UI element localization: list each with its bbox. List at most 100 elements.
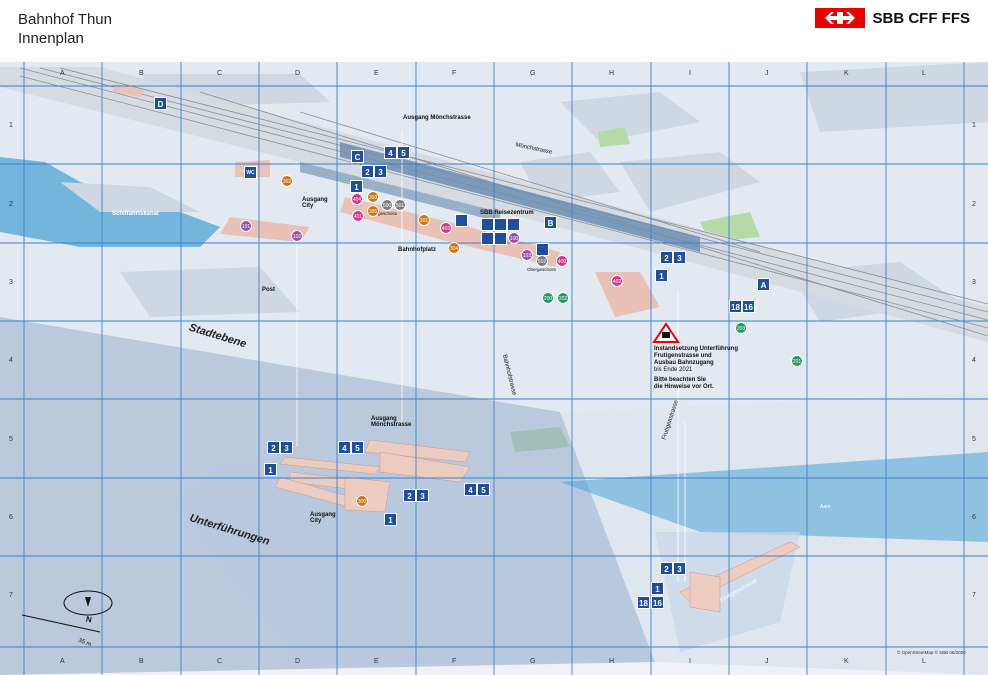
service-302[interactable]: 302 <box>281 175 293 187</box>
service-101[interactable]: 101 <box>240 220 252 232</box>
grid-row-5: 5 <box>9 436 13 443</box>
service-103[interactable]: 103 <box>521 249 533 261</box>
service-201[interactable]: 201 <box>791 355 803 367</box>
service-500[interactable]: 500 <box>381 199 393 211</box>
platform-1-badge[interactable]: 1 <box>350 180 363 193</box>
underpass-platform-5b-badge[interactable]: 5 <box>477 483 490 496</box>
service-404[interactable]: 404 <box>351 193 363 205</box>
frutigen-platform-3-badge[interactable]: 3 <box>673 562 686 575</box>
bahnhofplatz-label: Bahnhofplatz <box>398 247 436 253</box>
grid-row-6: 6 <box>9 514 13 521</box>
platform-2-badge[interactable]: 2 <box>361 165 374 178</box>
grid-row-1-right: 1 <box>972 122 976 129</box>
exit-moenchstrasse-label: Ausgang Mönchstrasse <box>403 115 471 121</box>
grid-row-7: 7 <box>9 592 13 599</box>
grid-col-l: L <box>922 70 926 77</box>
frutigen-platform-18-badge[interactable]: 18 <box>637 596 650 609</box>
grid-row-5-right: 5 <box>972 436 976 443</box>
service-402[interactable]: 402 <box>611 275 623 287</box>
grid-row-2-right: 2 <box>972 201 976 208</box>
notice-line-6: die Hinweise vor Ort. <box>654 384 714 390</box>
service-203[interactable]: 203 <box>735 322 747 334</box>
service-401[interactable]: 401 <box>352 210 364 222</box>
platform-4-badge[interactable]: 4 <box>384 146 397 159</box>
service-102[interactable]: 102 <box>291 230 303 242</box>
construction-warning-icon <box>652 322 680 343</box>
sbb-logo-text: SBB CFF FFS <box>872 9 971 27</box>
service-303[interactable]: 303 <box>367 191 379 203</box>
grid-row-4: 4 <box>9 357 13 364</box>
grid-col-f: F <box>452 70 457 77</box>
sector-d-building <box>112 84 145 97</box>
construction-notice: Instandsetzung Unterführung Frutigenstra… <box>654 346 764 391</box>
notice-line-3: Ausbau Bahnzugang <box>654 360 714 366</box>
platform-3-east-badge[interactable]: 3 <box>673 251 686 264</box>
underpass-platform-2b-badge[interactable]: 2 <box>403 489 416 502</box>
sector-c-badge[interactable]: C <box>351 150 364 163</box>
service-501[interactable]: 501 <box>394 199 406 211</box>
underpass-platform-1b-badge[interactable]: 1 <box>384 513 397 526</box>
lounge-icon[interactable] <box>507 218 520 231</box>
service-300[interactable]: 300 <box>356 495 368 507</box>
underpass-platform-3-badge[interactable]: 3 <box>280 441 293 454</box>
grid-col-k-bottom: K <box>844 658 849 665</box>
title-line-2: Innenplan <box>18 30 84 47</box>
grid-col-h-bottom: H <box>609 658 615 665</box>
platform-2-east-badge[interactable]: 2 <box>660 251 673 264</box>
grid-col-g: G <box>530 70 536 77</box>
underpass-platform-3b-badge[interactable]: 3 <box>416 489 429 502</box>
ticket-icon[interactable] <box>481 218 494 231</box>
map-credit: © OpenStreetMap © SBB 06/2020 <box>897 650 966 655</box>
service-400[interactable]: 400 <box>556 255 568 267</box>
platform-16-badge[interactable]: 16 <box>742 300 755 313</box>
header: Bahnhof Thun Innenplan SBB CFF FFS <box>0 0 988 60</box>
building-block <box>120 267 300 317</box>
building-block <box>620 152 760 212</box>
locker-icon[interactable] <box>494 232 507 245</box>
platform-18-badge[interactable]: 18 <box>729 300 742 313</box>
info-icon[interactable] <box>494 218 507 231</box>
post-label: Post <box>262 287 276 293</box>
sector-b-badge[interactable]: B <box>544 216 557 229</box>
underpass-platform-1-badge[interactable]: 1 <box>264 463 277 476</box>
service-301[interactable]: 301 <box>418 214 430 226</box>
platform-5-badge[interactable]: 5 <box>397 146 410 159</box>
grid-col-j: J <box>765 70 769 77</box>
grid-col-j-bottom: J <box>765 658 769 665</box>
exit-moenchstrasse-underpass-label: Ausgang Mönchstrasse <box>371 416 412 428</box>
station-map[interactable]: A B C D E F G H I J K L A B C D E F G H … <box>0 62 988 675</box>
underpass-platform-5-badge[interactable]: 5 <box>351 441 364 454</box>
notice-line-1: Instandsetzung Unterführung <box>654 346 738 352</box>
sbb-reisezentrum-label: SBB Reisezentrum <box>480 210 534 216</box>
frutigen-platform-1-badge[interactable]: 1 <box>651 582 664 595</box>
title-line-1: Bahnhof Thun <box>18 11 112 28</box>
platform-3-badge[interactable]: 3 <box>374 165 387 178</box>
service-100[interactable]: 100 <box>508 232 520 244</box>
sbb-logo: SBB CFF FFS <box>814 8 971 28</box>
service-200[interactable]: 200 <box>542 292 554 304</box>
underpass-platform-4b-badge[interactable]: 4 <box>464 483 477 496</box>
underpass-platform-4-badge[interactable]: 4 <box>338 441 351 454</box>
service-403[interactable]: 403 <box>440 222 452 234</box>
sector-d-badge[interactable]: D <box>154 97 167 110</box>
notice-line-5: Bitte beachten Sie <box>654 377 707 383</box>
sbb-arrow-icon <box>814 8 865 28</box>
sector-a-badge[interactable]: A <box>757 278 770 291</box>
grid-col-a: A <box>60 70 65 77</box>
frutigen-platform-2-badge[interactable]: 2 <box>660 562 673 575</box>
frutigen-platform-16-badge[interactable]: 16 <box>651 596 664 609</box>
luggage-icon[interactable] <box>455 214 468 227</box>
service-304[interactable]: 304 <box>448 242 460 254</box>
service-202[interactable]: 202 <box>557 292 569 304</box>
atm-icon[interactable] <box>481 232 494 245</box>
service-305[interactable]: 305 <box>367 205 379 217</box>
service-502[interactable]: 502 <box>536 255 548 267</box>
underpass-platform-2-badge[interactable]: 2 <box>267 441 280 454</box>
platform-roof <box>300 162 500 222</box>
wc-icon[interactable]: WC <box>244 166 257 179</box>
grid-col-k: K <box>844 70 849 77</box>
map-canvas <box>0 62 988 675</box>
grid-row-2: 2 <box>9 201 13 208</box>
platform-1-east-badge[interactable]: 1 <box>655 269 668 282</box>
grid-col-g-bottom: G <box>530 658 536 665</box>
